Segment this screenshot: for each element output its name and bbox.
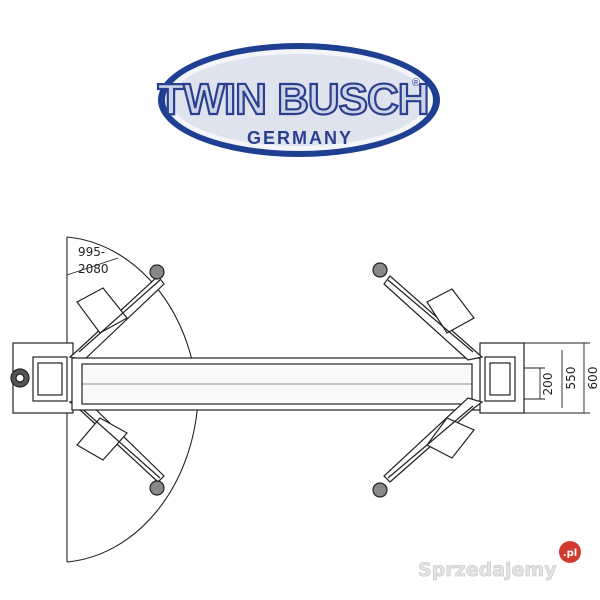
swing-range-label-top: 995- xyxy=(78,245,105,259)
dimension-lines xyxy=(524,342,590,414)
swing-range-label-bottom: 2080 xyxy=(78,262,109,276)
watermark: Sprzedajemy .pl xyxy=(418,541,581,581)
left-upper-arm xyxy=(68,264,165,361)
left-column-post xyxy=(32,356,68,402)
right-upper-pad-icon xyxy=(372,262,388,278)
left-lower-pad-icon xyxy=(149,480,165,496)
logo-country-text: GERMANY xyxy=(247,128,353,148)
right-lower-pad-icon xyxy=(372,482,388,498)
left-column-inner xyxy=(37,362,63,396)
watermark-text: Sprzedajemy xyxy=(418,559,557,581)
logo-registered-mark: ® xyxy=(412,77,420,89)
right-upper-arm xyxy=(372,262,484,361)
dimension-label-550: 550 xyxy=(564,367,578,390)
dimension-label-200: 200 xyxy=(541,373,555,396)
watermark-suffix: .pl xyxy=(563,548,577,559)
left-swing-leader xyxy=(66,257,119,276)
left-lower-arm xyxy=(68,397,165,496)
left-column-assembly xyxy=(10,236,199,563)
logo-brand-text: TWIN BUSCH xyxy=(157,75,428,124)
dimension-label-600: 600 xyxy=(586,367,600,390)
right-column-assembly xyxy=(372,262,525,498)
cross-beam xyxy=(71,357,483,411)
twin-busch-logo: TWIN BUSCH ® GERMANY xyxy=(156,43,440,157)
watermark-badge-icon xyxy=(559,541,581,563)
right-lower-arm xyxy=(372,397,484,498)
logo-fill xyxy=(171,54,427,146)
left-upper-pad-icon xyxy=(149,264,165,280)
right-column-inner xyxy=(489,362,511,396)
motor-shaft-icon xyxy=(15,373,25,383)
